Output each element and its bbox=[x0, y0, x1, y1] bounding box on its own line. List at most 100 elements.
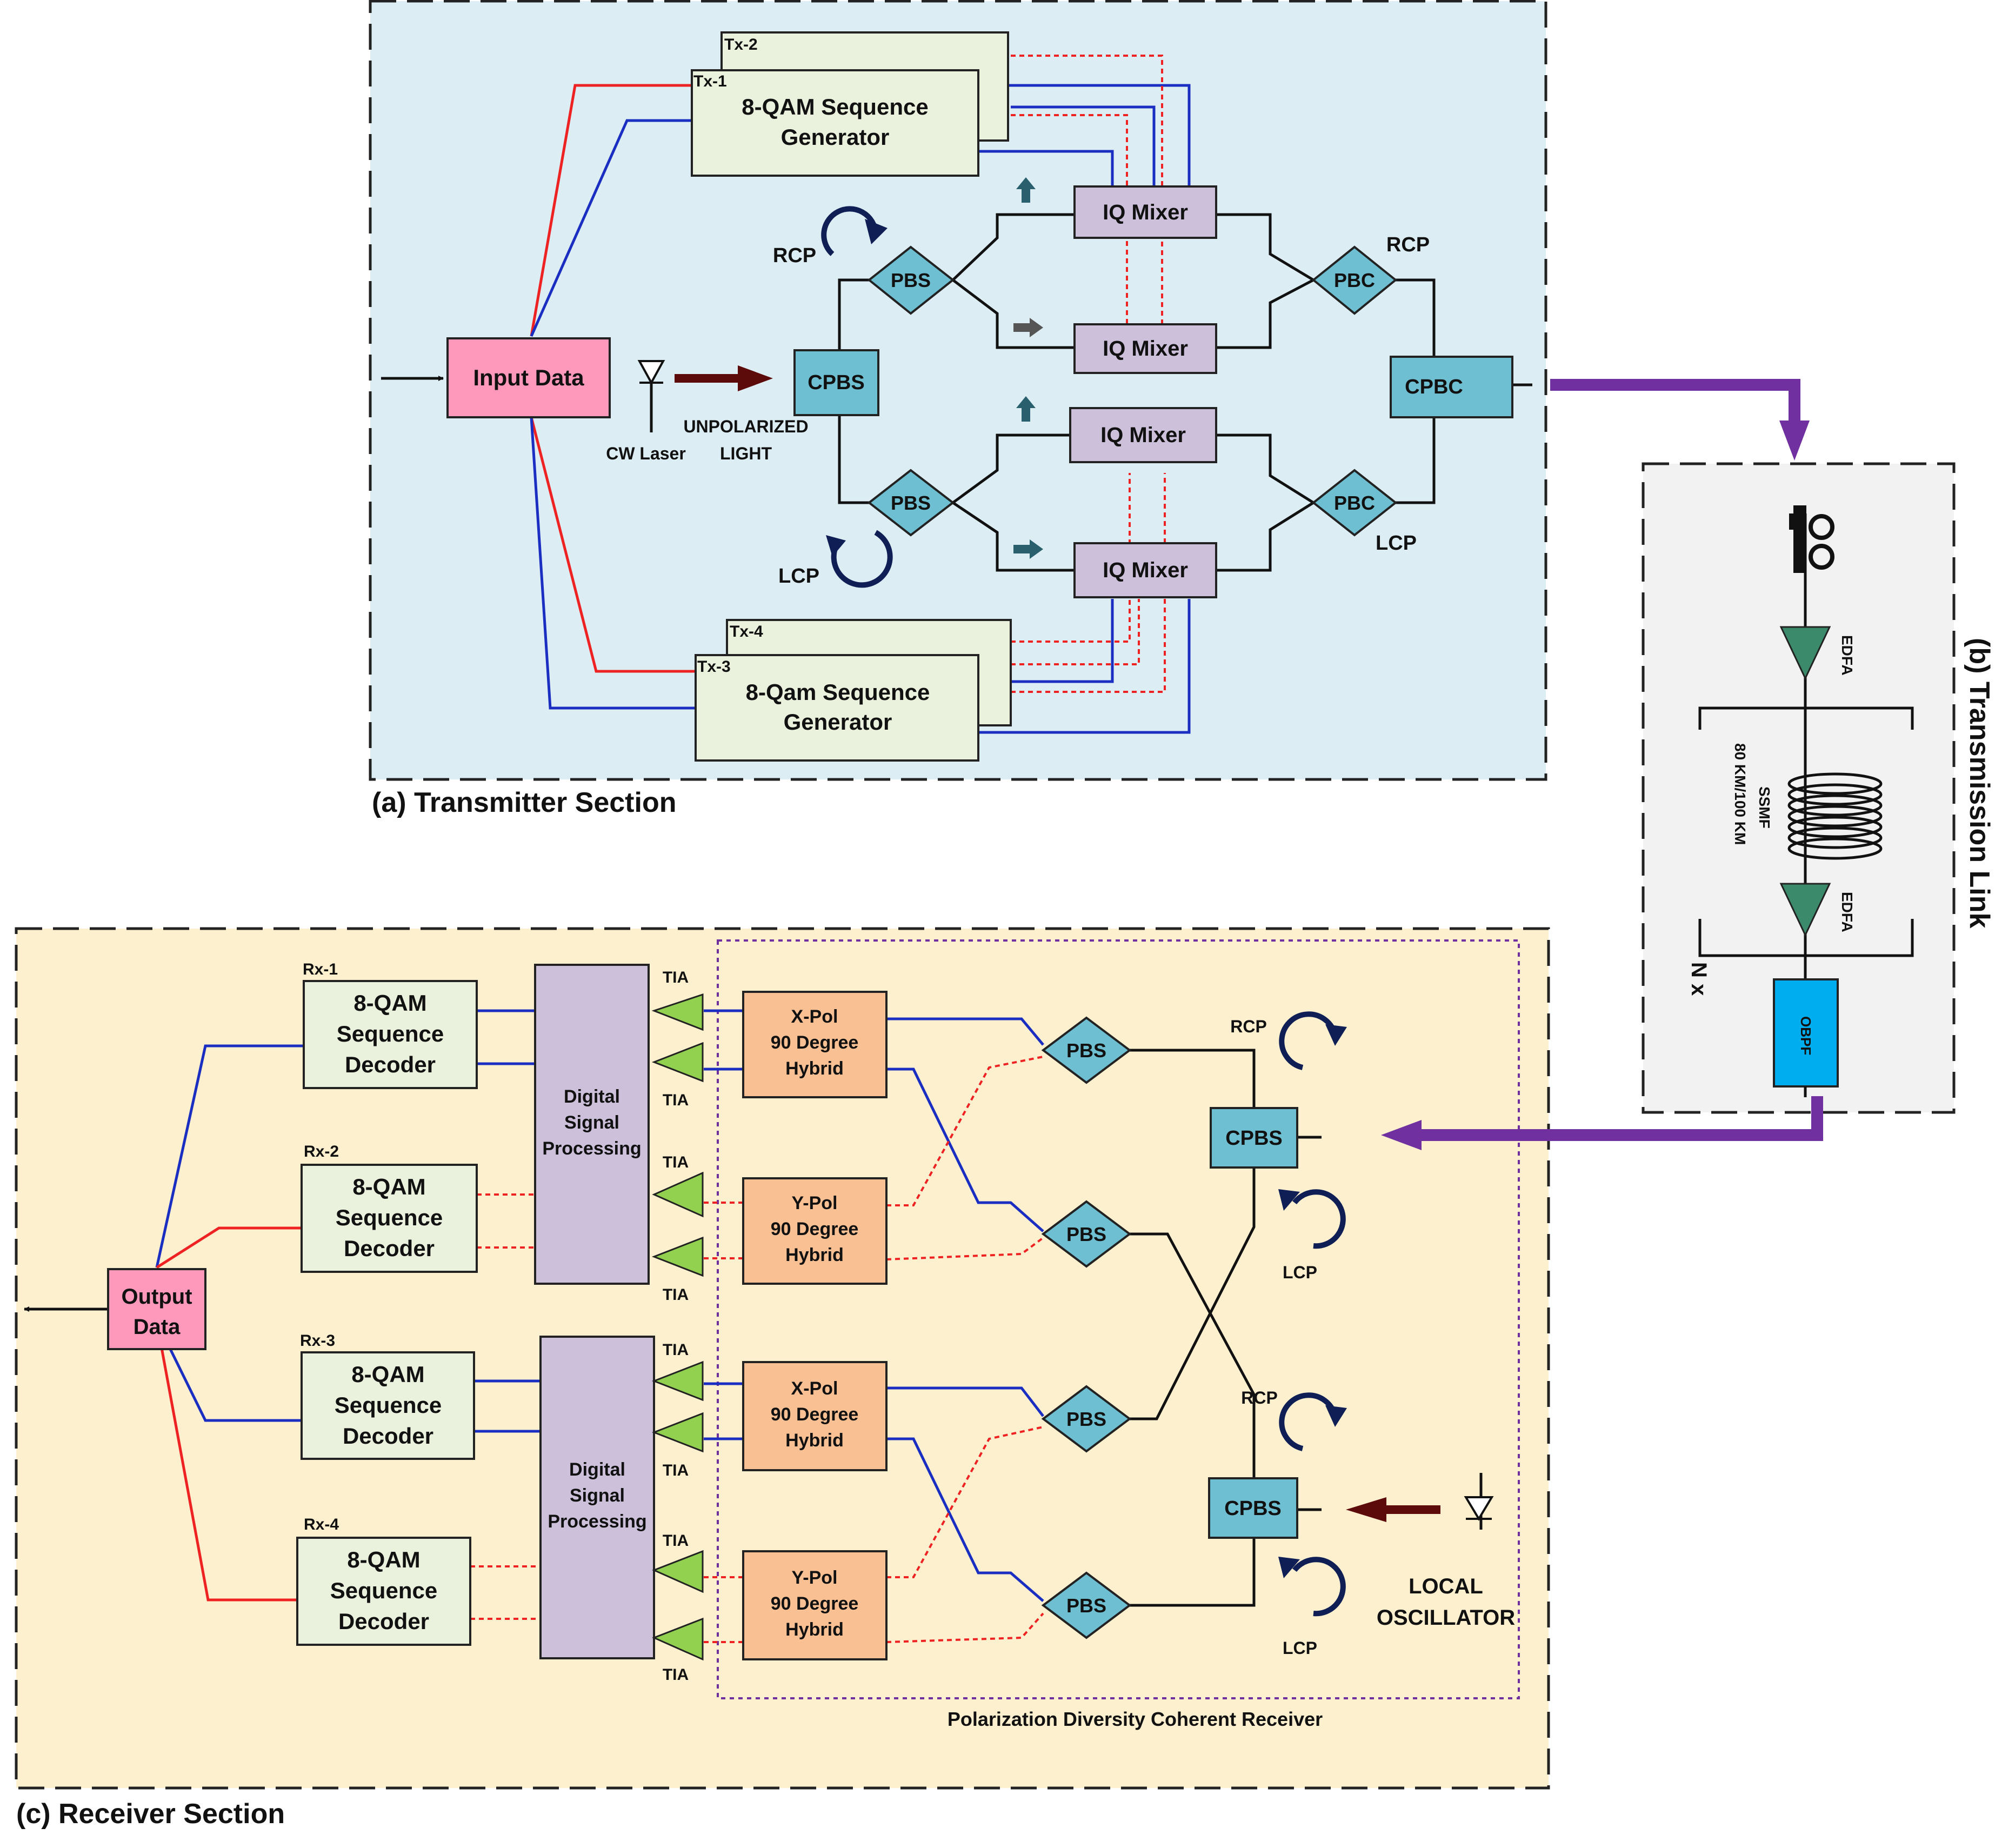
local-oscillator: LOCAL OSCILLATOR bbox=[1346, 1496, 1515, 1630]
ssmf-length-label: 80 KM/100 KM bbox=[1732, 743, 1749, 845]
dsp-top-line2: Signal bbox=[564, 1112, 619, 1133]
unpolarized-line1: UNPOLARIZED bbox=[683, 417, 808, 436]
laser-arrow-icon bbox=[675, 365, 773, 391]
link-to-rx-arrow bbox=[1416, 1096, 1823, 1141]
link-components: EDFA SSMF 80 KM/100 KM EDFA N x OBPF bbox=[1687, 505, 1914, 1097]
hybrid-xpol-bottom: X-Pol 90 Degree Hybrid bbox=[742, 1361, 888, 1471]
rx-cpbs-top: CPBS bbox=[1210, 1107, 1298, 1169]
hybrid-ypol-top: Y-Pol 90 Degree Hybrid bbox=[742, 1177, 888, 1285]
tx-pbc-top: PBC bbox=[1311, 245, 1398, 315]
decoder-rx1-line3: Decoder bbox=[345, 1052, 436, 1077]
tia-7-label: TIA bbox=[663, 1532, 689, 1550]
decoder-rx3-line1: 8-QAM bbox=[351, 1362, 424, 1387]
decoder-rx4: Rx-4 8-QAM Sequence Decoder bbox=[296, 1516, 471, 1646]
tx-pbs-top: PBS bbox=[867, 245, 955, 315]
hybrid-ypol-top-line2: 90 Degree bbox=[771, 1219, 859, 1239]
decoder-rx4-line3: Decoder bbox=[338, 1609, 429, 1634]
tx-cpbs-box bbox=[793, 349, 879, 416]
decoder-rx3-line3: Decoder bbox=[343, 1423, 433, 1449]
transmission-link-caption: (b) Transmission Link bbox=[1964, 638, 1995, 928]
tx-pbs-bottom-label: PBS bbox=[891, 492, 931, 514]
clockwise-circle-icon bbox=[821, 206, 878, 256]
hybrid-xpol-top-line2: 90 Degree bbox=[771, 1032, 859, 1053]
rx-rcp-bottom-label: RCP bbox=[1241, 1388, 1278, 1407]
rx-pbs-1: PBS bbox=[1041, 1016, 1132, 1084]
tia-8 bbox=[652, 1617, 704, 1661]
hybrid-ypol-bottom-line3: Hybrid bbox=[785, 1619, 844, 1640]
iq-mixer-2-label: IQ Mixer bbox=[1103, 337, 1188, 361]
output-data-line1: Output bbox=[121, 1285, 192, 1309]
tia-3 bbox=[652, 1171, 704, 1218]
tx-generator-top: Tx-2 Tx-1 8-QAM Sequence Generator bbox=[691, 31, 1009, 177]
output-data-block: Output Data bbox=[107, 1268, 206, 1350]
dsp-top-line3: Processing bbox=[542, 1138, 641, 1159]
loop-bracket bbox=[1698, 706, 1914, 730]
dsp-top-line1: Digital bbox=[564, 1086, 620, 1107]
rx-pbs-4: PBS bbox=[1041, 1571, 1132, 1639]
edfa-1 bbox=[1779, 626, 1831, 681]
tx-rcp-indicator: RCP RCP bbox=[773, 206, 1430, 267]
rx-cpbs-top-label: CPBS bbox=[1225, 1127, 1283, 1150]
tia-group: TIA TIA TIA TIA TIA TIA TIA TIA bbox=[651, 969, 704, 1684]
rx1-label: Rx-1 bbox=[303, 960, 338, 978]
link-to-rx-arrowhead bbox=[1381, 1120, 1422, 1150]
ssmf-coil-icon bbox=[1787, 772, 1883, 860]
tx-pbc-bottom-label: PBC bbox=[1334, 492, 1375, 514]
tx-cpbs-label: CPBS bbox=[808, 371, 865, 394]
tx-lcp-indicator: LCP LCP bbox=[778, 530, 1417, 588]
dsp-bottom-line1: Digital bbox=[569, 1459, 625, 1480]
up-arrow-icon bbox=[1016, 177, 1036, 203]
cw-laser-label: CW Laser bbox=[606, 444, 686, 463]
hybrid-xpol-bottom-line3: Hybrid bbox=[785, 1430, 844, 1451]
iq-mixer-3: IQ Mixer bbox=[1069, 407, 1217, 463]
loop-bracket-bottom bbox=[1698, 919, 1914, 957]
lo-label-line2: OSCILLATOR bbox=[1377, 1606, 1515, 1630]
tx-generator-bottom: Tx-4 Tx-3 8-Qam Sequence Generator bbox=[695, 619, 1012, 762]
gen-top-line2: Generator bbox=[781, 124, 890, 150]
hybrid-xpol-top: X-Pol 90 Degree Hybrid bbox=[742, 991, 888, 1098]
rx-pbs-4-label: PBS bbox=[1066, 1595, 1106, 1617]
rx-blue-wires bbox=[155, 1009, 1044, 1602]
hybrid-xpol-bottom-line1: X-Pol bbox=[791, 1378, 838, 1399]
tx-cpbc-box bbox=[1390, 356, 1513, 418]
lo-label-line1: LOCAL bbox=[1409, 1575, 1483, 1598]
tia-6 bbox=[651, 1412, 704, 1453]
tx3-label: Tx-3 bbox=[697, 658, 731, 676]
hybrid-ypol-bottom-line1: Y-Pol bbox=[791, 1567, 837, 1588]
edfa-2-label: EDFA bbox=[1839, 892, 1856, 932]
decoder-rx2-line2: Sequence bbox=[336, 1205, 443, 1230]
dsp-bottom-line2: Signal bbox=[570, 1485, 625, 1506]
right-arrow-icon bbox=[1013, 539, 1043, 559]
rx2-label: Rx-2 bbox=[304, 1143, 339, 1160]
unpolarized-line2: LIGHT bbox=[720, 444, 772, 463]
tx-pbc-bottom: PBC bbox=[1311, 469, 1398, 537]
rx-cpbs-bottom-label: CPBS bbox=[1224, 1497, 1282, 1520]
input-data-block: Input Data bbox=[446, 337, 611, 418]
dsp-bottom-line3: Processing bbox=[548, 1511, 646, 1532]
hybrid-ypol-bottom-line2: 90 Degree bbox=[771, 1593, 859, 1614]
decoder-rx3: Rx-3 8-QAM Sequence Decoder bbox=[300, 1332, 475, 1460]
rx4-label: Rx-4 bbox=[304, 1516, 339, 1533]
clockwise-circle-icon bbox=[1279, 1011, 1338, 1070]
tia-6-label: TIA bbox=[663, 1462, 689, 1479]
tia-1 bbox=[651, 993, 704, 1031]
hybrid-xpol-top-line3: Hybrid bbox=[785, 1058, 844, 1079]
right-arrow-icon bbox=[1013, 318, 1043, 337]
tia-5-label: TIA bbox=[663, 1341, 689, 1359]
iq-mixer-1-label: IQ Mixer bbox=[1103, 201, 1188, 224]
rx-black-wires bbox=[24, 1049, 1483, 1607]
dsp-bottom: Digital Signal Processing bbox=[539, 1336, 655, 1659]
transmitter-caption: (a) Transmitter Section bbox=[372, 787, 676, 818]
gen-bottom-line1: 8-Qam Sequence bbox=[746, 679, 930, 705]
fiber-spool-icon bbox=[1809, 514, 1834, 540]
tx-cpbs: CPBS bbox=[793, 349, 879, 416]
iq-mixer-1: IQ Mixer bbox=[1073, 185, 1217, 239]
cw-laser-diode: CW Laser UNPOLARIZED LIGHT bbox=[606, 360, 809, 463]
tia-4 bbox=[651, 1236, 704, 1277]
lo-arrow-icon bbox=[1346, 1497, 1440, 1522]
rx-lcp-bottom: LCP bbox=[1278, 1557, 1346, 1658]
receiver-caption: (c) Receiver Section bbox=[16, 1798, 285, 1830]
gen-top-line1: 8-QAM Sequence bbox=[742, 94, 928, 119]
edfa-1-label: EDFA bbox=[1839, 635, 1856, 676]
